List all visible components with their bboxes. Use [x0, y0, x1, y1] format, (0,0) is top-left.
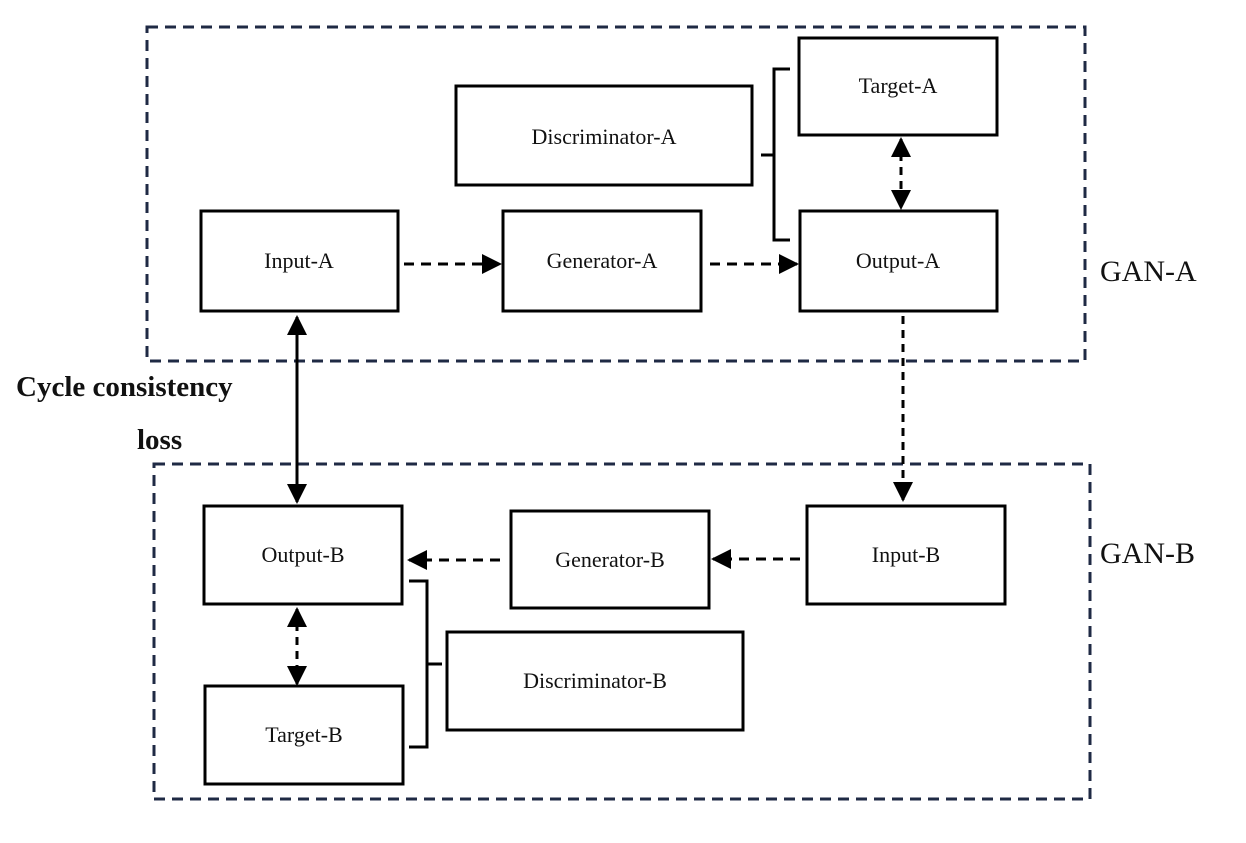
cycle-consistency-label-line1: Cycle consistency — [16, 371, 233, 403]
target-b-label: Target-B — [265, 722, 342, 747]
discriminator-a-box — [454, 84, 754, 187]
generator-a-label: Generator-A — [547, 248, 658, 273]
discriminator-a-bracket — [761, 67, 790, 242]
target-a-label: Target-A — [859, 73, 938, 98]
discriminator-b-box — [445, 630, 745, 732]
input-a-box — [199, 209, 400, 313]
generator-b-box — [509, 509, 711, 610]
input-b-label: Input-B — [872, 542, 940, 567]
output-a-box — [798, 209, 999, 313]
discriminator-a-label: Discriminator-A — [532, 124, 677, 149]
gan-b-group — [152, 462, 1092, 801]
gan-a-group — [145, 25, 1087, 363]
output-b-label: Output-B — [261, 542, 344, 567]
gan-b-label: GAN-B — [1100, 537, 1195, 570]
generator-a-box — [501, 209, 703, 313]
input-a-label: Input-A — [264, 248, 334, 273]
input-b-box — [805, 504, 1007, 606]
target-a-box — [797, 36, 999, 137]
output-b-box — [202, 504, 404, 606]
output-a-label: Output-A — [856, 248, 940, 273]
discriminator-b-label: Discriminator-B — [523, 668, 667, 693]
target-b-box — [203, 684, 405, 786]
gan-a-label: GAN-A — [1100, 255, 1197, 288]
discriminator-b-bracket — [409, 579, 442, 749]
generator-b-label: Generator-B — [555, 547, 665, 572]
cycle-consistency-label-line2: loss — [137, 424, 182, 456]
